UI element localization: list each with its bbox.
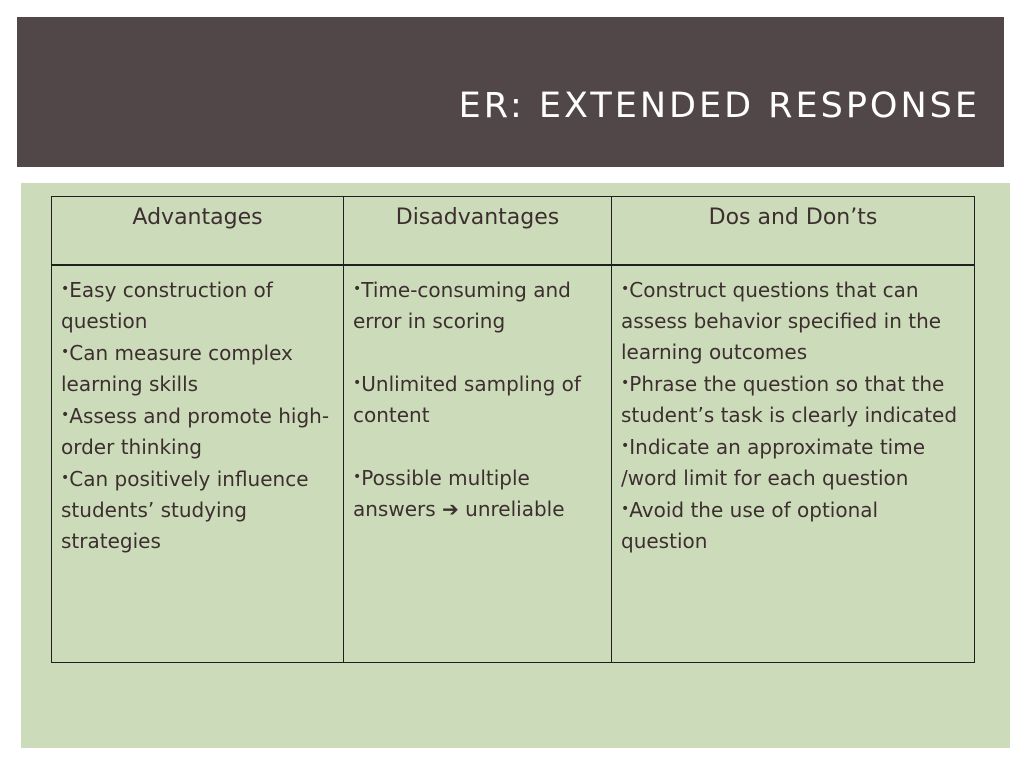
bullet-icon: • [61, 280, 70, 297]
list-item: •Easy construction of question [61, 274, 337, 337]
bullet-icon: • [621, 374, 630, 391]
disadvantage-text: Time-consuming and error in scoring [353, 277, 571, 333]
bullet-icon: • [621, 500, 630, 517]
list-item: •Unlimited sampling of content [353, 368, 605, 431]
spacer [353, 337, 605, 368]
title-bar [17, 17, 1004, 167]
list-item: •Can positively influence students’ stud… [61, 463, 337, 557]
list-item: •Assess and promote high-order thinking [61, 400, 337, 463]
disadvantage-text: Possible multiple answers [353, 465, 530, 521]
list-item: •Possible multiple answers ➔ unreliable [353, 462, 605, 525]
list-item: •Can measure complex learning skills [61, 337, 337, 400]
guideline-text: Indicate an approximate time /word limit… [621, 434, 926, 490]
table-row: •Easy construction of question •Can meas… [51, 264, 975, 663]
disadvantages-cell: •Time-consuming and error in scoring •Un… [343, 264, 612, 663]
list-item: •Time-consuming and error in scoring [353, 274, 605, 337]
table-header-row: Advantages Disadvantages Dos and Don’ts [51, 196, 975, 266]
bullet-icon: • [353, 280, 362, 297]
bullet-icon: • [61, 469, 70, 486]
list-item: •Avoid the use of optional question [621, 494, 968, 557]
bullet-icon: • [353, 468, 362, 485]
bullet-icon: • [621, 437, 630, 454]
comparison-table: Advantages Disadvantages Dos and Don’ts … [51, 196, 975, 663]
bullet-icon: • [61, 406, 70, 423]
bullet-icon: • [353, 374, 362, 391]
header-dos-and-donts: Dos and Don’ts [611, 196, 975, 266]
arrow-right-icon: ➔ [442, 496, 459, 521]
slide-title: ER: EXTENDED RESPONSE [458, 86, 980, 126]
list-item: •Phrase the question so that the student… [621, 368, 968, 431]
advantage-text: Can measure complex learning skills [61, 340, 293, 396]
dos-and-donts-cell: •Construct questions that can assess beh… [611, 264, 975, 663]
advantage-text: Can positively influence students’ study… [61, 466, 309, 553]
guideline-text: Construct questions that can assess beha… [621, 277, 942, 364]
bullet-icon: • [621, 280, 630, 297]
disadvantage-text: Unlimited sampling of content [353, 371, 581, 427]
advantage-text: Assess and promote high-order thinking [61, 403, 330, 459]
list-item: •Construct questions that can assess beh… [621, 274, 968, 368]
advantage-text: Easy construction of question [61, 277, 273, 333]
guideline-text: Phrase the question so that the student’… [621, 371, 958, 427]
guideline-text: Avoid the use of optional question [621, 497, 879, 553]
spacer [353, 431, 605, 462]
list-item: •Indicate an approximate time /word limi… [621, 431, 968, 494]
bullet-icon: • [61, 343, 70, 360]
header-advantages: Advantages [51, 196, 344, 266]
disadvantage-text: unreliable [465, 496, 565, 521]
header-disadvantages: Disadvantages [343, 196, 612, 266]
advantages-cell: •Easy construction of question •Can meas… [51, 264, 344, 663]
